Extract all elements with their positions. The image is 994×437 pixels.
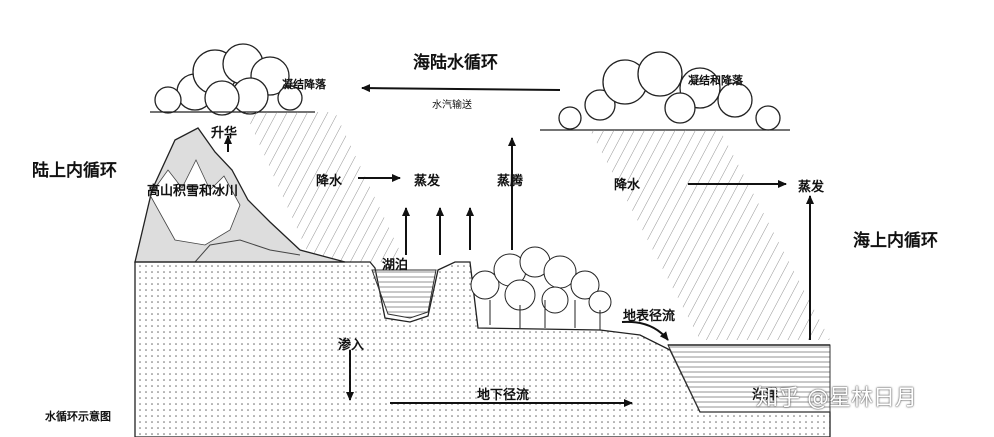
rain-land bbox=[245, 112, 405, 262]
evaporation-land-label: 蒸发 bbox=[414, 174, 441, 189]
infiltration-label: 渗入 bbox=[338, 338, 365, 353]
cloud-land bbox=[150, 43, 315, 116]
condensation-ocean-label: 凝结和降落 bbox=[688, 74, 743, 87]
transpiration-label: 蒸腾 bbox=[497, 174, 524, 189]
water-vapor-transport-label: 水汽输送 bbox=[432, 100, 472, 111]
mountains bbox=[134, 127, 346, 263]
watermark: 知乎 @星林日月 bbox=[756, 386, 917, 411]
diagram-caption: 水循环示意图 bbox=[45, 410, 111, 423]
surface-runoff-label: 地表径流 bbox=[623, 309, 676, 324]
precipitation-ocean-label: 降水 bbox=[614, 178, 641, 193]
lake-label: 湖泊 bbox=[382, 258, 409, 273]
lake bbox=[371, 269, 437, 319]
land-terrain bbox=[134, 261, 831, 437]
snow-glacier-label: 高山积雪和冰川 bbox=[147, 184, 239, 199]
rain-ocean bbox=[590, 130, 830, 340]
precipitation-land-label: 降水 bbox=[316, 174, 343, 189]
land-cycle-label: 陆上内循环 bbox=[32, 161, 117, 181]
groundwater-flow-label: 地下径流 bbox=[477, 388, 530, 403]
sea-label: 海洋 bbox=[752, 388, 779, 403]
condensation-land-label: 凝结降落 bbox=[282, 78, 326, 91]
sublimation-label: 升华 bbox=[211, 126, 238, 141]
cloud-ocean bbox=[540, 51, 790, 131]
ocean-land-cycle-title: 海陆水循环 bbox=[413, 53, 498, 73]
flow-arrows bbox=[224, 84, 814, 407]
ocean-cycle-label: 海上内循环 bbox=[853, 231, 938, 251]
forest bbox=[470, 246, 612, 330]
evaporation-ocean-label: 蒸发 bbox=[798, 180, 825, 195]
